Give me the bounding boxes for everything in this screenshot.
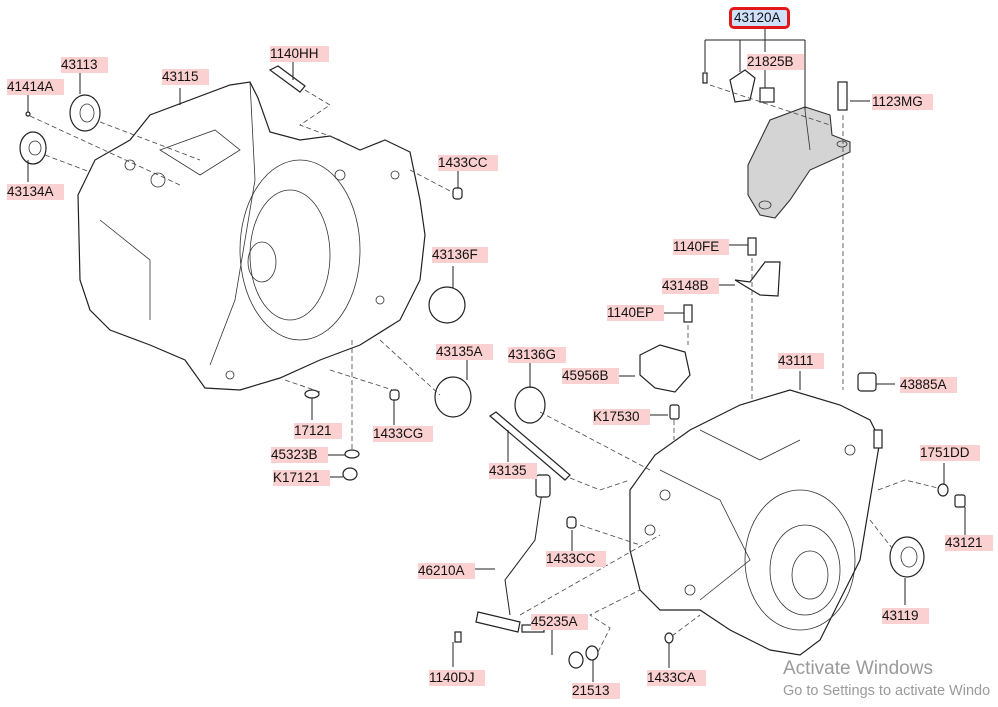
part-label-43135[interactable]: 43135 [489, 463, 537, 479]
part-label-46210A[interactable]: 46210A [418, 563, 475, 579]
part-label-45323B[interactable]: 45323B [271, 447, 328, 463]
part-label-43113[interactable]: 43113 [61, 57, 108, 73]
part-label-41414A[interactable]: 41414A [7, 79, 64, 95]
part-label-1433CG[interactable]: 1433CG [373, 426, 434, 442]
mounting-bracket[interactable] [747, 106, 851, 219]
transaxle-case-right[interactable] [629, 389, 883, 656]
part-label-1123MG[interactable]: 1123MG [872, 94, 933, 110]
part-label-43135A[interactable]: 43135A [436, 344, 493, 360]
small-parts [19, 65, 966, 669]
activate-windows-watermark-title: Activate Windows [783, 658, 933, 679]
activate-windows-watermark-subtitle: Go to Settings to activate Windo [783, 683, 991, 699]
part-label-43115[interactable]: 43115 [162, 69, 209, 85]
assembly-lines [29, 84, 939, 653]
part-label-43885A[interactable]: 43885A [900, 377, 957, 393]
part-label-1433CC-bottom[interactable]: 1433CC [546, 551, 606, 567]
part-label-43136G[interactable]: 43136G [508, 347, 567, 363]
part-label-43119[interactable]: 43119 [882, 608, 929, 624]
part-label-45956B[interactable]: 45956B [562, 368, 619, 384]
part-label-43121[interactable]: 43121 [945, 535, 993, 551]
part-label-1140DJ[interactable]: 1140DJ [429, 670, 485, 686]
part-label-45235A[interactable]: 45235A [531, 614, 588, 630]
part-label-1433CA[interactable]: 1433CA [647, 670, 706, 686]
part-label-21513[interactable]: 21513 [572, 683, 620, 699]
part-label-43148B[interactable]: 43148B [662, 278, 719, 294]
part-label-1140HH[interactable]: 1140HH [270, 46, 329, 62]
transaxle-case-left[interactable] [77, 81, 426, 391]
part-label-1140FE[interactable]: 1140FE [673, 239, 730, 255]
part-label-17121[interactable]: 17121 [294, 423, 342, 439]
part-label-K17121[interactable]: K17121 [273, 470, 330, 486]
part-label-1751DD[interactable]: 1751DD [920, 445, 980, 461]
part-label-43120A-selected[interactable]: 43120A [729, 7, 790, 29]
part-label-43134A[interactable]: 43134A [7, 184, 64, 200]
part-label-1433CC-top[interactable]: 1433CC [438, 155, 498, 171]
part-label-K17530[interactable]: K17530 [593, 409, 650, 425]
part-label-43111[interactable]: 43111 [778, 353, 824, 369]
part-label-1140EP[interactable]: 1140EP [607, 305, 665, 321]
part-label-43136F[interactable]: 43136F [432, 247, 488, 263]
part-label-21825B[interactable]: 21825B [747, 54, 804, 70]
